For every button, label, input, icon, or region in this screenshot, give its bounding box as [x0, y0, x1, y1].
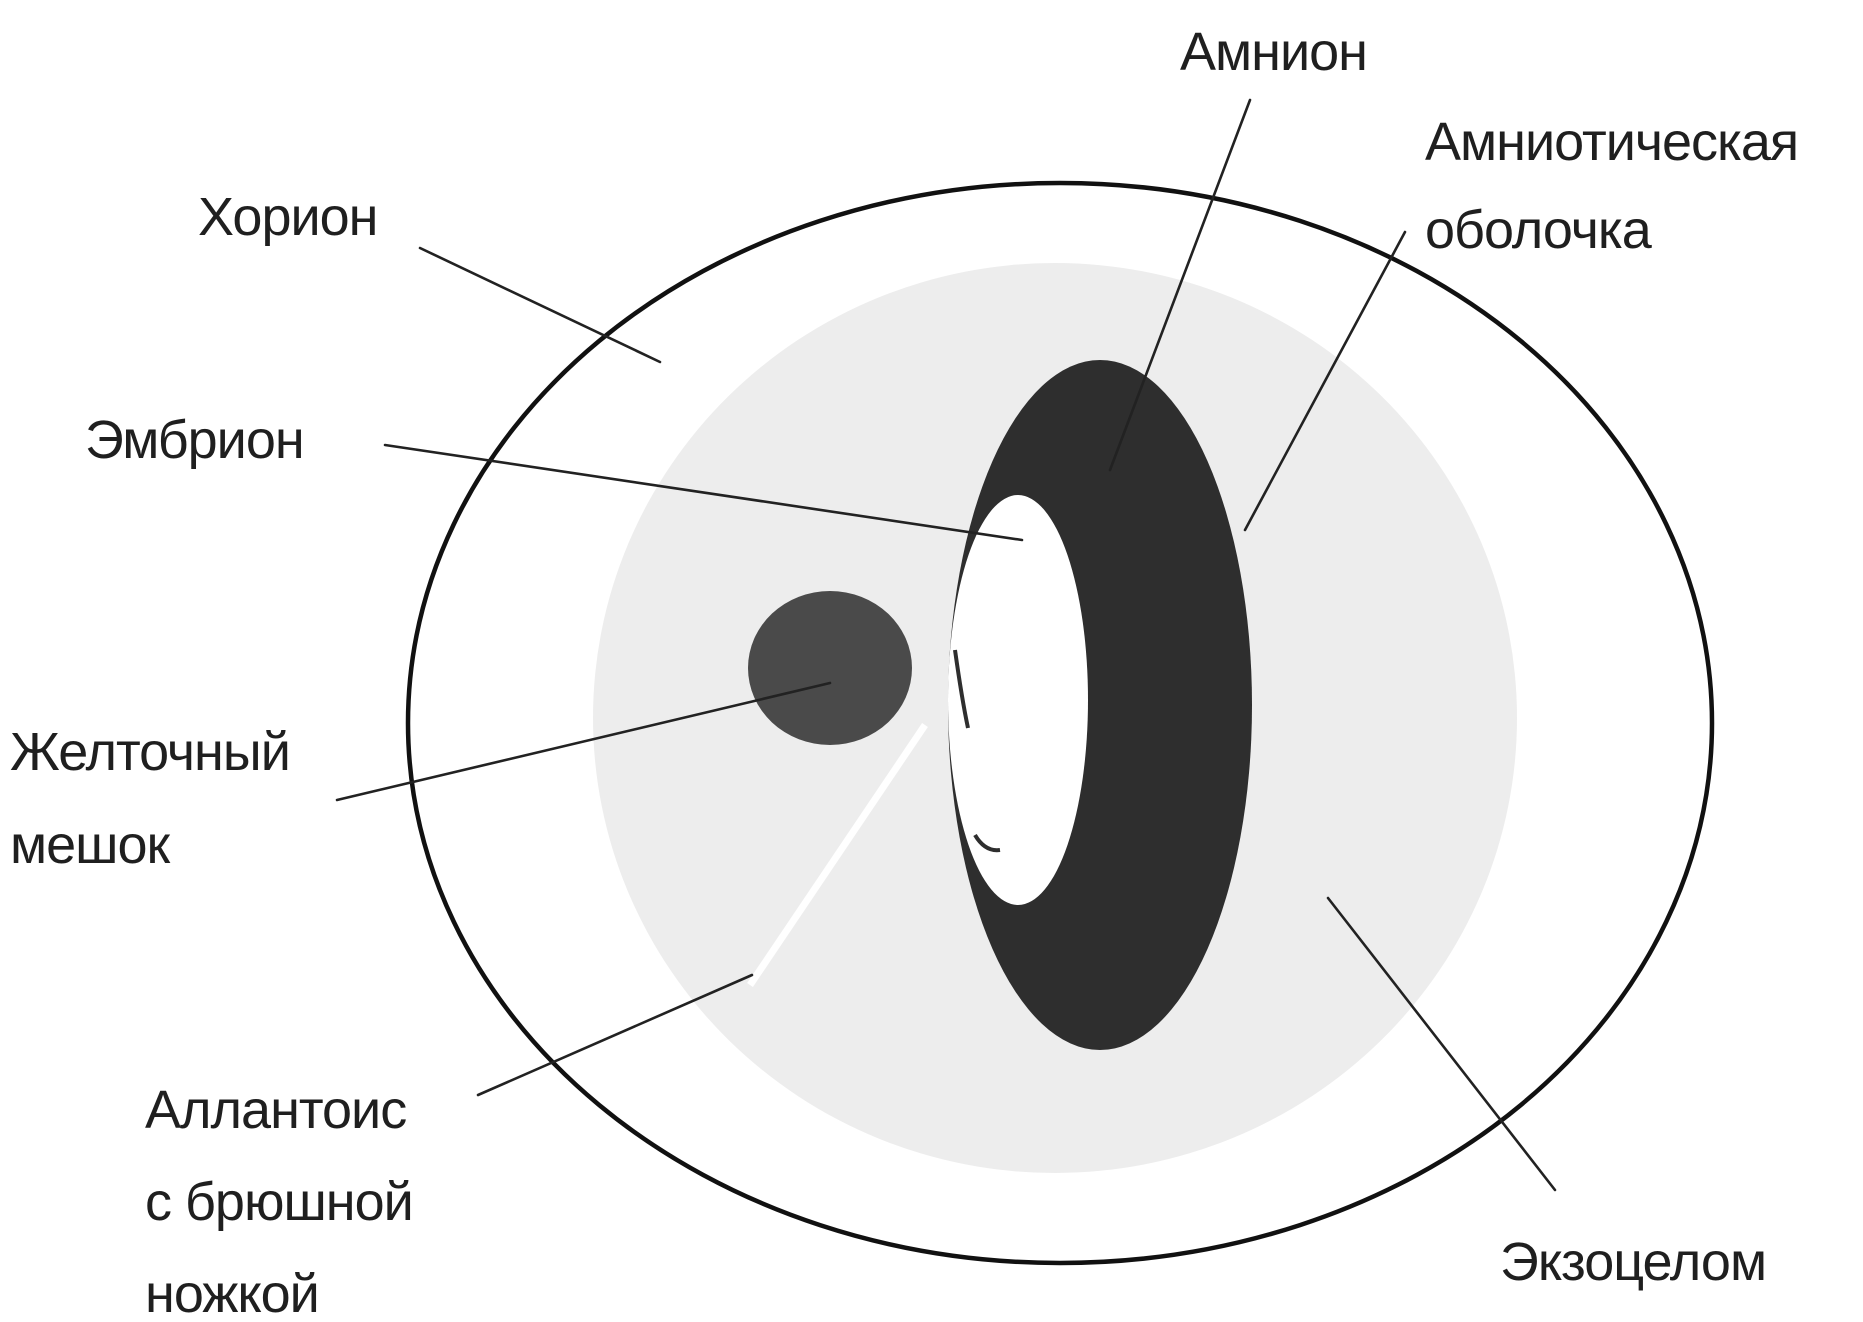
label-chorion: Хорион [198, 187, 378, 247]
leader-chorion [420, 248, 660, 362]
label-amnion: Амнион [1180, 22, 1367, 82]
label-yolk-sac: Желточный мешок [10, 722, 304, 875]
label-allantois-line2: с брюшной [145, 1172, 413, 1232]
label-yolk-sac-line1: Желточный [10, 722, 290, 782]
label-allantois-line3: ножкой [145, 1264, 319, 1322]
amniotic-cavity [948, 495, 1088, 905]
label-amniotic-membrane-line2: оболочка [1425, 200, 1653, 260]
label-embryo: Эмбрион [85, 410, 304, 470]
yolk-sac [748, 591, 912, 745]
label-allantois: Аллантоис с брюшной ножкой [145, 1080, 427, 1322]
label-allantois-line1: Аллантоис [145, 1080, 406, 1140]
label-yolk-sac-line2: мешок [10, 815, 171, 875]
label-amniotic-membrane-line1: Амниотическая [1425, 112, 1798, 172]
label-amniotic-membrane: Амниотическая оболочка [1425, 112, 1812, 260]
label-exocoelom: Экзоцелом [1500, 1232, 1766, 1292]
